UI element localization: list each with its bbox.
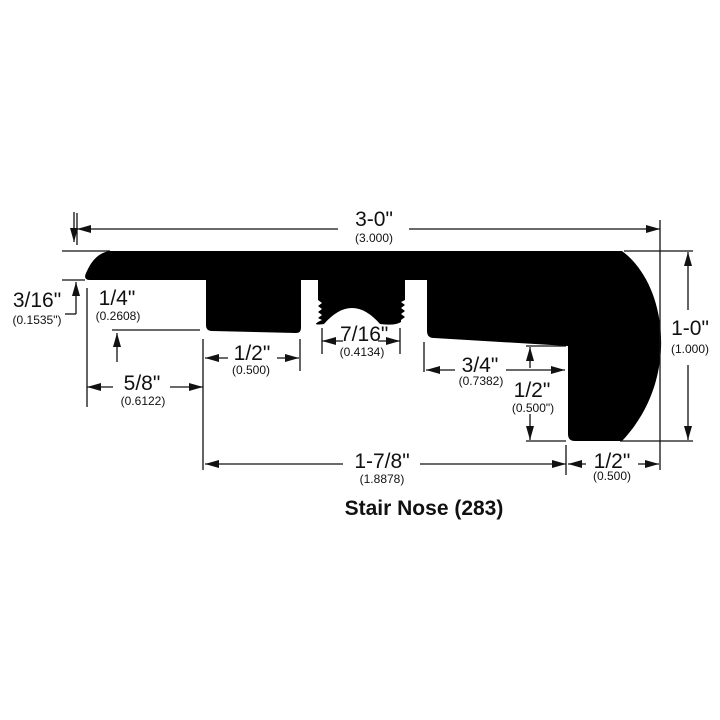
dim-groove-width-decimal: (0.4134) (339, 345, 385, 359)
dim-nose-drop-fraction: 1/2" (513, 379, 551, 402)
dim-overall-height-fraction: 1-0" (671, 317, 709, 340)
dim-top-thickness-decimal: (0.1535") (12, 313, 62, 327)
dim-right-pad-width-decimal: (0.7382) (458, 374, 504, 388)
dim-span-to-nose-fraction: 1-7/8" (354, 450, 410, 473)
dim-span-to-nose-decimal: (1.8878) (359, 472, 405, 486)
dim-left-leg-width-decimal: (0.500) (231, 363, 271, 377)
diagram-title: Stair Nose (283) (344, 497, 504, 520)
dim-overall-height-decimal: (1.000) (670, 342, 710, 356)
dim-top-thickness-fraction: 3/16" (12, 289, 62, 312)
dim-overall-width-decimal: (3.000) (354, 231, 394, 245)
dim-overall-width-fraction: 3-0" (355, 208, 393, 231)
dim-leg-depth-fraction: 1/4" (98, 287, 136, 310)
dim-nose-drop-decimal: (0.500") (511, 401, 555, 415)
dim-groove-width-fraction: 7/16" (340, 323, 389, 346)
dim-right-pad-width-fraction: 3/4" (461, 354, 499, 377)
dim-nose-width-fraction: 1/2" (593, 450, 631, 473)
dim-left-offset-fraction: 5/8" (123, 372, 161, 395)
dim-nose-width-decimal: (0.500) (592, 469, 632, 483)
stair-nose-profile (85, 251, 662, 441)
dim-leg-depth-decimal: (0.2608) (95, 309, 141, 323)
dim-left-leg-width-fraction: 1/2" (233, 342, 271, 365)
dim-left-offset-decimal: (0.6122) (120, 394, 166, 408)
